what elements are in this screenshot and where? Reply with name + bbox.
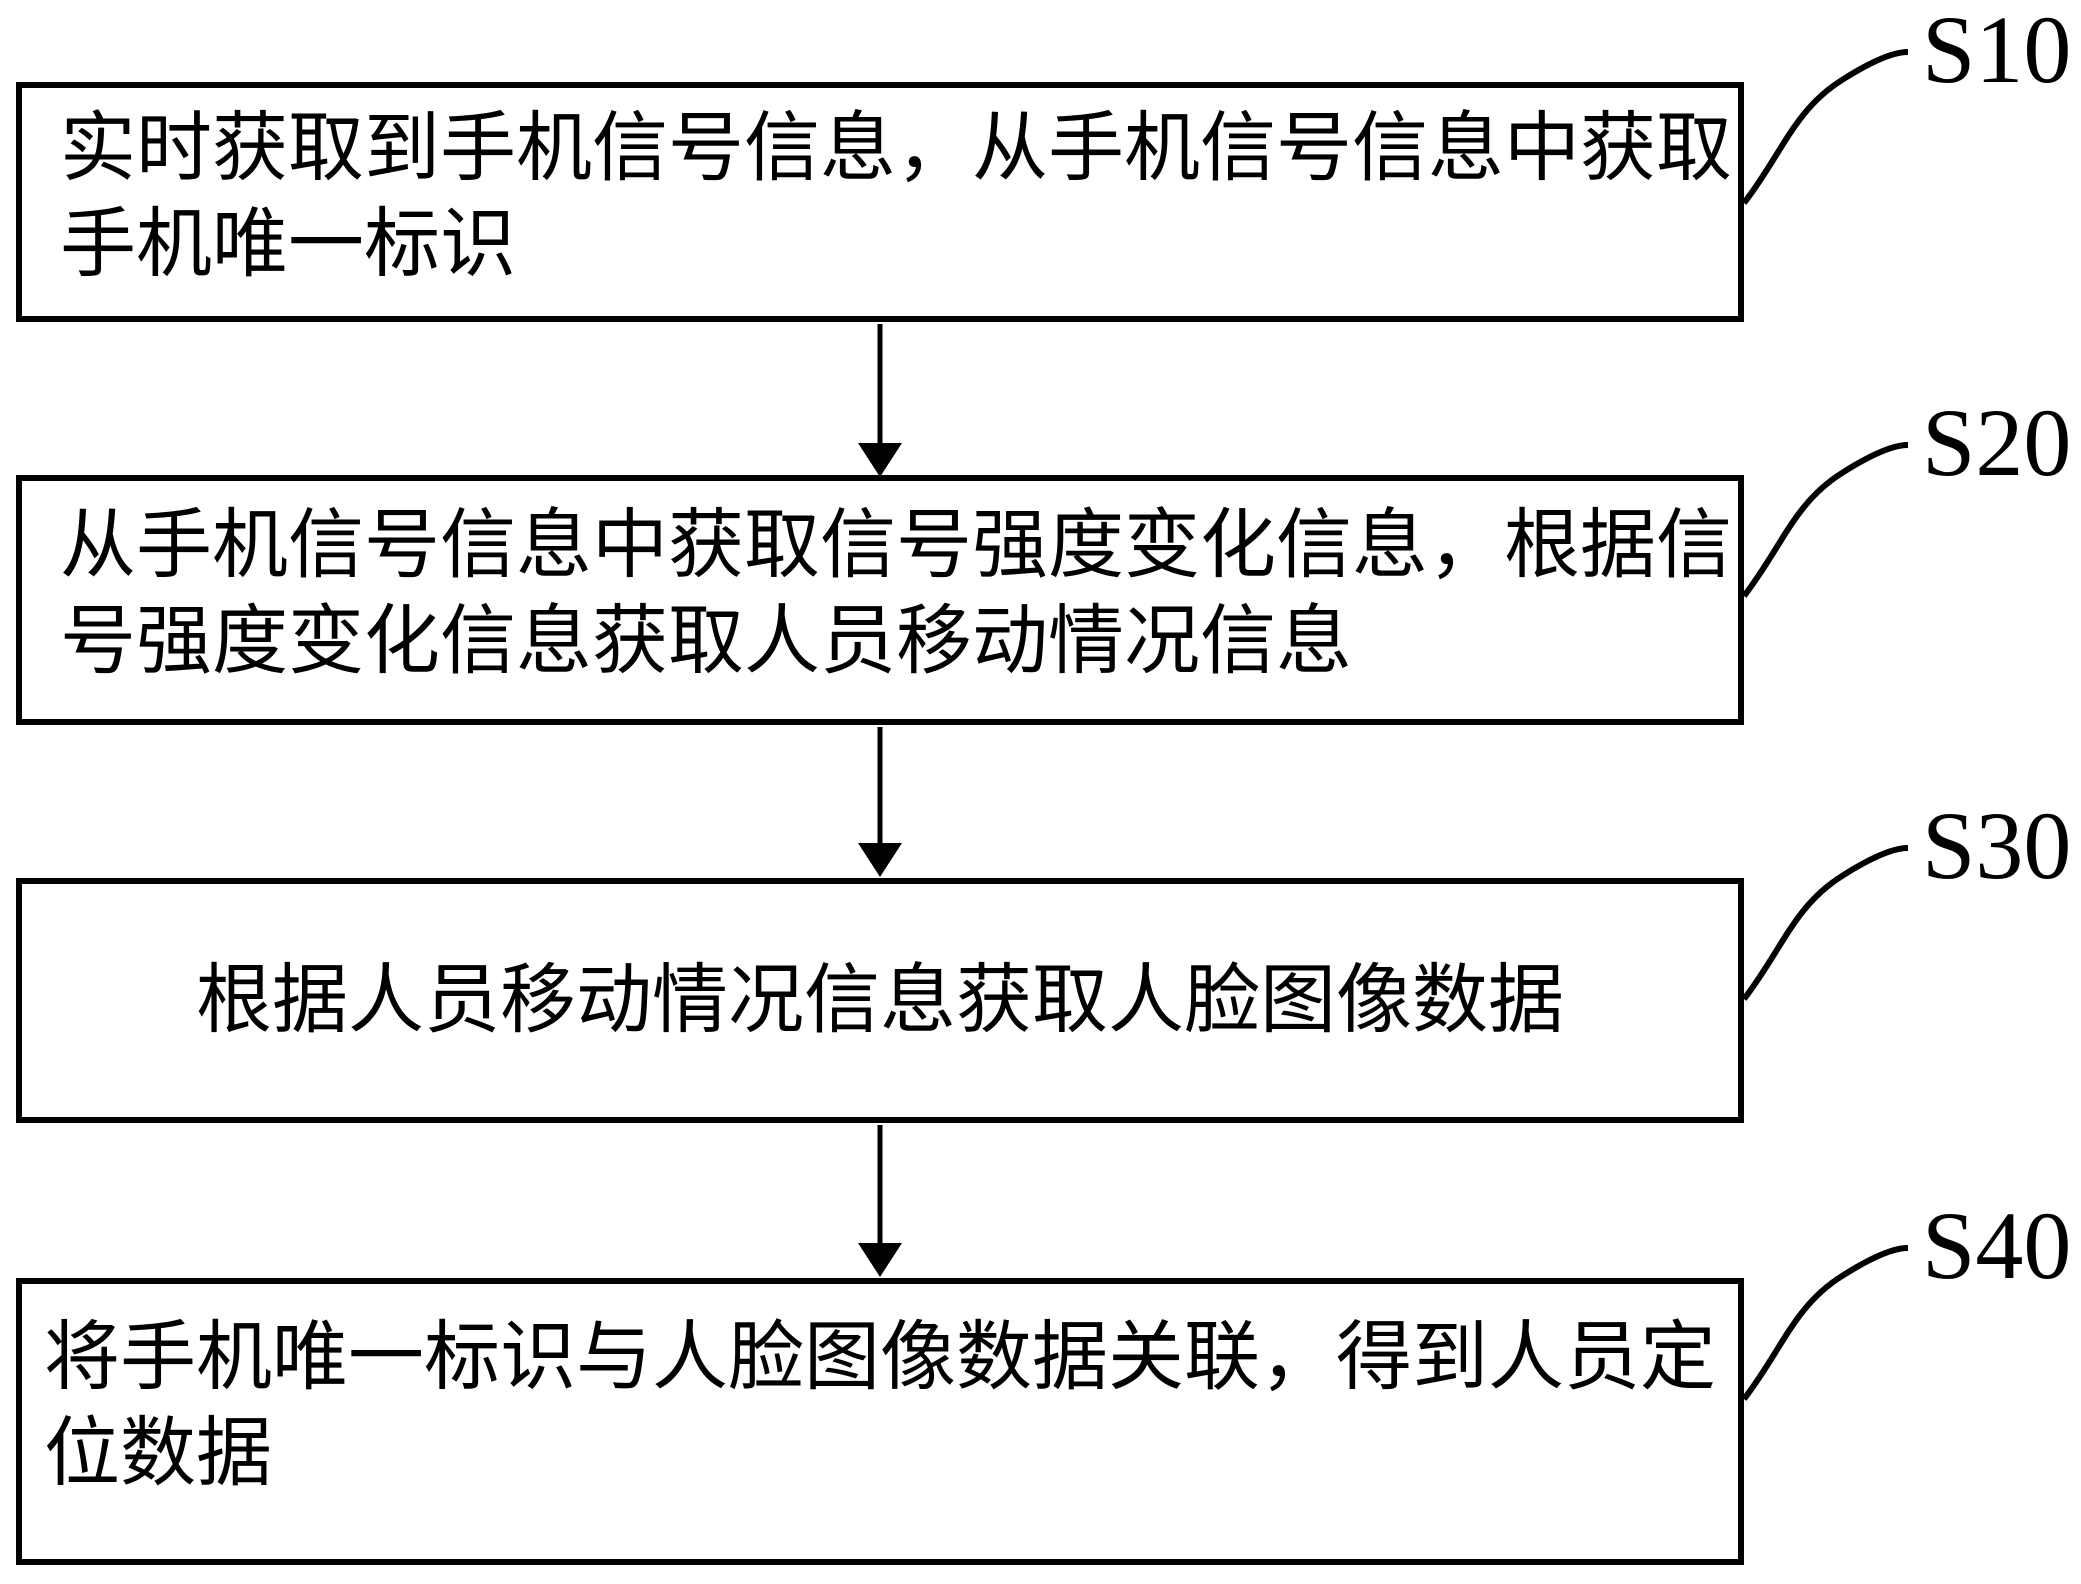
step-box-s30: 根据人员移动情况信息获取人脸图像数据 — [16, 878, 1744, 1123]
step-s30-text-line1: 根据人员移动情况信息获取人脸图像数据 — [196, 958, 1564, 1043]
step-label-s10: S10 — [1922, 0, 2072, 103]
step-s20-text-line1: 从手机信号信息中获取信号强度变化信息，根据信 — [60, 504, 1732, 588]
step-box-s10: 实时获取到手机信号信息，从手机信号信息中获取 手机唯一标识 — [16, 82, 1744, 322]
step-label-s20: S20 — [1922, 389, 2072, 496]
step-label-s40: S40 — [1922, 1192, 2072, 1299]
step-s10-text-line1: 实时获取到手机信号信息，从手机信号信息中获取 — [60, 107, 1732, 191]
step-s40-text-line1: 将手机唯一标识与人脸图像数据关联，得到人员定 — [44, 1316, 1716, 1400]
step-s10-text-line2: 手机唯一标识 — [60, 203, 516, 287]
step-box-s20: 从手机信号信息中获取信号强度变化信息，根据信 号强度变化信息获取人员移动情况信息 — [16, 475, 1744, 725]
flow-arrow-3 — [858, 1125, 902, 1277]
leader-curve-s10 — [1741, 49, 1909, 205]
step-label-s30: S30 — [1922, 792, 2072, 899]
leader-curve-s20 — [1741, 442, 1909, 598]
flow-arrow-2 — [858, 727, 902, 877]
step-s40-text-line2: 位数据 — [44, 1412, 272, 1496]
leader-curve-s40 — [1741, 1245, 1909, 1401]
flow-arrow-1 — [858, 324, 902, 477]
leader-curve-s30 — [1741, 845, 1909, 1001]
step-s20-text-line2: 号强度变化信息获取人员移动情况信息 — [60, 600, 1352, 684]
step-box-s40: 将手机唯一标识与人脸图像数据关联，得到人员定 位数据 — [16, 1278, 1744, 1565]
